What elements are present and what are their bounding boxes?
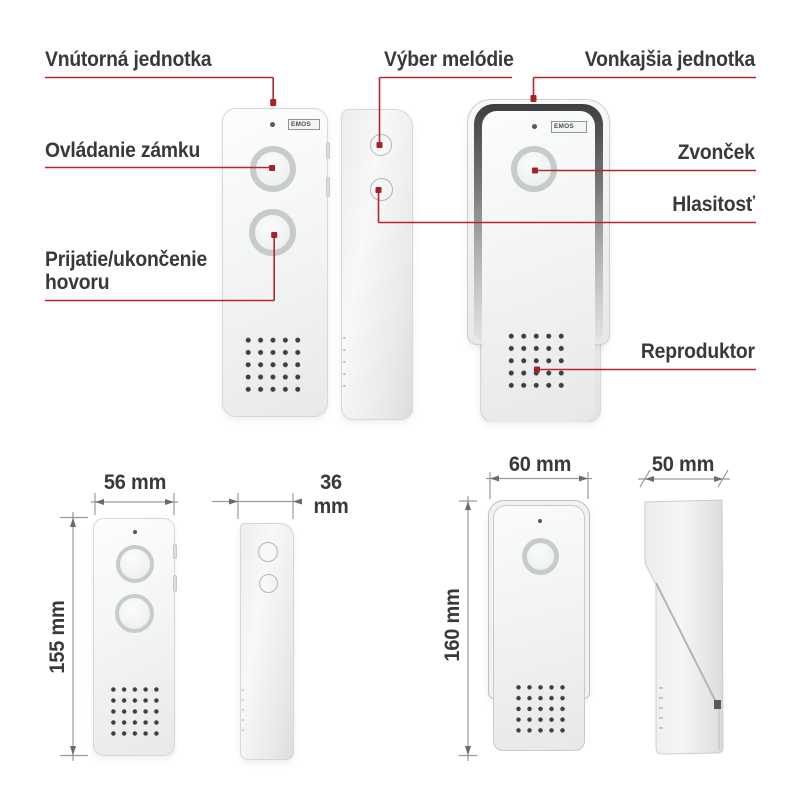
callout-label-melody-select: Výber melódie [384,48,514,71]
vent-slot [241,709,244,711]
side-tab [172,544,177,559]
lock-button [250,146,296,192]
callout-line-outdoor-unit [532,76,756,97]
led-indicator [532,124,537,129]
callout-label-doorbell: Zvonček [677,141,755,164]
side-outline [644,499,724,755]
dim-label-outdoor-width: 60 mm [508,453,572,476]
volume-button [370,178,393,201]
outdoor-unit-face-dim [493,505,585,751]
callout-label-outdoor-unit: Vonkajšia jednotka [584,48,755,71]
vent-slot [343,373,346,375]
outdoor-unit-face: EMOS [482,111,595,422]
led-indicator [270,122,275,127]
brand-logo: EMOS [288,119,320,130]
doorbell-button [511,146,557,192]
hood-edge-line [655,582,720,709]
side-tab [172,575,177,592]
callout-label-speaker: Reproduktor [641,340,755,363]
vent-slot [241,729,244,731]
callout-dot [270,99,277,106]
side-tab [326,177,330,197]
call-button [115,593,154,633]
side-tab [326,142,330,159]
lock-button [115,544,154,583]
indoor-unit-side [341,109,413,420]
callout-label-call-accept-end: Prijatie/ukončenie hovoru [45,248,208,294]
dim-label-indoor-depth: 36 mm [313,471,349,518]
led-indicator [132,530,137,534]
speaker-grille [107,683,162,739]
melody-button [258,542,278,562]
led-indicator [538,519,542,523]
connector-block [714,700,721,709]
dim-label-indoor-height: 155 mm [46,600,69,674]
dim-label-outdoor-height: 160 mm [441,588,464,662]
dim-label-indoor-width: 56 mm [103,471,167,494]
dim-indoor-width [91,493,178,515]
dim-label-outdoor-depth: 50 mm [651,453,715,476]
brand-logo-text: EMOS [291,121,311,128]
call-button [249,209,296,256]
melody-button [370,134,392,156]
vent-slots [659,687,663,729]
brand-logo-text: EMOS [554,123,574,130]
callout-label-indoor-unit: Vnútorná jednotka [45,48,212,71]
callout-label-lock-control: Ovládanie zámku [45,139,201,162]
volume-button [259,573,278,593]
vent-slot [343,361,346,363]
speaker-grille [505,330,568,392]
speaker-grille [242,334,304,396]
dim-indoor-depth [212,493,298,519]
indoor-unit-front-dim [93,518,177,756]
speaker-grille [512,681,568,736]
vent-slot [241,719,244,721]
vent-slot [343,337,346,339]
vent-slot [343,349,346,351]
vent-slot [241,689,244,691]
callout-line-indoor-unit [45,76,274,101]
callout-label-volume: Hlasitosť [672,193,755,216]
outdoor-unit-side-dim [644,499,724,755]
indoor-unit-side-dim [240,523,294,760]
vent-slot [343,385,346,387]
vent-slot [241,699,244,701]
brand-logo: EMOS [551,121,587,133]
doorbell-button [522,538,559,575]
